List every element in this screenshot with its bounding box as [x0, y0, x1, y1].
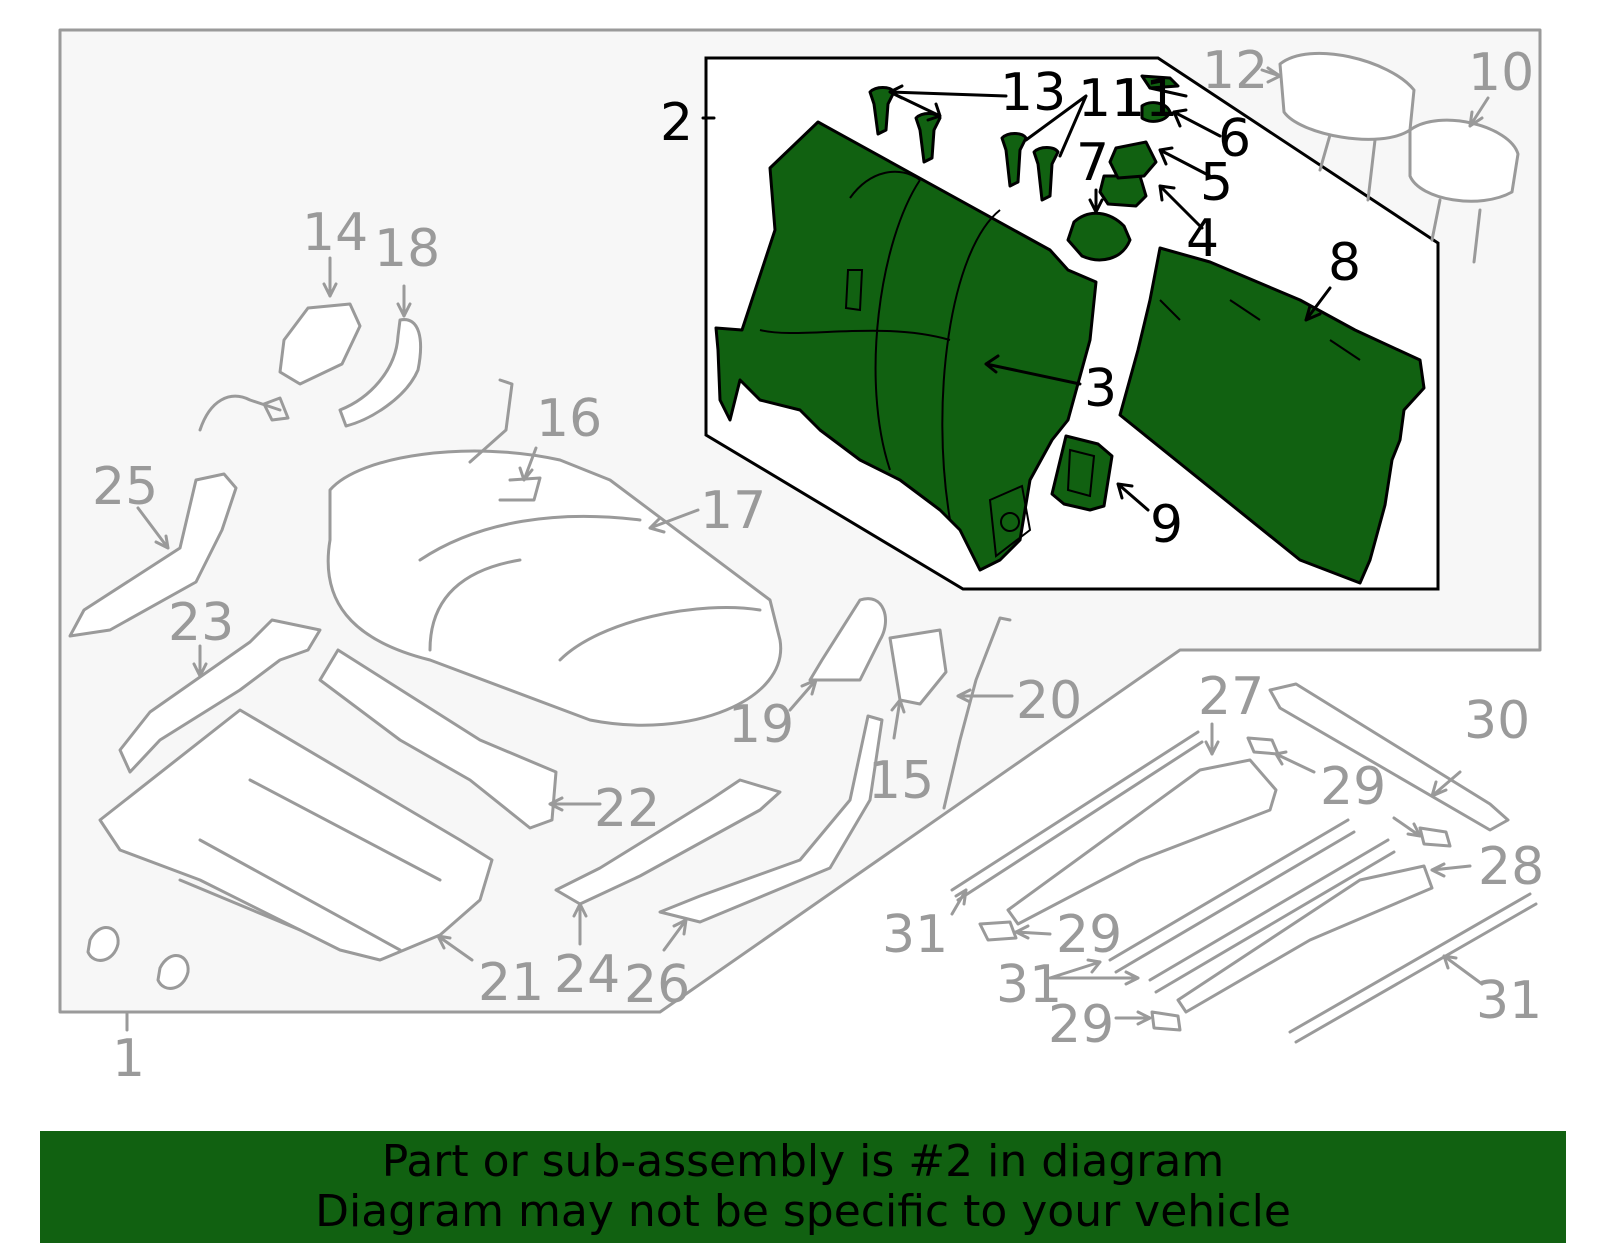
callout-9: 9 [1150, 495, 1183, 555]
latch-part-9[interactable] [1050, 434, 1114, 512]
callout-30: 30 [1464, 691, 1530, 751]
trim-part-18[interactable] [338, 318, 422, 428]
trim-part-19[interactable] [808, 597, 887, 682]
callout-1: 1 [112, 1029, 145, 1089]
cover-part-7[interactable] [1066, 211, 1132, 262]
cable-part-20[interactable] [942, 616, 1012, 810]
callout-31a: 31 [882, 905, 948, 965]
callout-29a: 29 [1320, 757, 1386, 817]
callout-28: 28 [1478, 837, 1544, 897]
cover-part-25[interactable] [68, 472, 238, 638]
callout-25: 25 [92, 457, 158, 517]
callout-15: 15 [868, 751, 934, 811]
callout-29b: 29 [1056, 905, 1122, 965]
info-banner: Part or sub-assembly is #2 in diagram Di… [40, 1131, 1566, 1243]
callout-8: 8 [1328, 233, 1361, 293]
trim-part-26[interactable] [658, 714, 884, 924]
callout-24: 24 [554, 945, 620, 1005]
callout-27: 27 [1198, 667, 1264, 727]
knob-part-5[interactable] [1108, 140, 1158, 180]
callout-31b: 31 [996, 955, 1062, 1015]
callout-4: 4 [1186, 209, 1219, 269]
callout-3: 3 [1084, 359, 1117, 419]
hooks[interactable] [86, 926, 190, 990]
clip-part-6[interactable] [1140, 101, 1172, 123]
seat-cushion-part-17[interactable] [326, 449, 783, 727]
callout-2[interactable]: 2 [660, 93, 693, 153]
callout-13: 13 [1000, 63, 1066, 123]
callout-6: 6 [1218, 109, 1251, 169]
callout-14: 14 [302, 203, 368, 263]
callout-29c: 29 [1048, 995, 1114, 1055]
callout-12: 12 [1202, 41, 1268, 101]
callout-17: 17 [700, 481, 766, 541]
callout-11b: 11 [1112, 69, 1178, 129]
callout-5: 5 [1200, 153, 1233, 213]
seatback-frame-part-3[interactable] [714, 120, 1098, 572]
callout-16: 16 [536, 389, 602, 449]
strap-part-11[interactable] [1140, 74, 1180, 90]
callout-22: 22 [594, 779, 660, 839]
bracket-part-22[interactable] [318, 648, 558, 830]
callout-7: 7 [1076, 133, 1109, 193]
callout-18: 18 [374, 219, 440, 279]
callout-21: 21 [478, 953, 544, 1013]
callout-31c: 31 [1476, 971, 1542, 1031]
seatback-board-part-8[interactable] [1118, 246, 1426, 585]
slide-rails-parts-27-28-30-31[interactable] [950, 682, 1538, 1044]
callout-20: 20 [1016, 671, 1082, 731]
leader-lines [125, 66, 1490, 1032]
callout-10: 10 [1468, 43, 1534, 103]
callout-labels: 1 2 3 4 5 6 7 8 9 10 11 11 12 13 14 15 1… [92, 41, 1544, 1089]
banner-line-2: Diagram may not be specific to your vehi… [315, 1186, 1291, 1237]
cover-part-15[interactable] [888, 628, 948, 706]
headrest-part-10[interactable] [1408, 118, 1520, 264]
harness-part[interactable] [198, 394, 290, 432]
callout-11a: 11 [1078, 69, 1144, 129]
callout-19: 19 [728, 695, 794, 755]
cover-part-14[interactable] [278, 302, 362, 386]
callout-23: 23 [168, 593, 234, 653]
rail-part-24[interactable] [554, 778, 782, 906]
bracket-part-23[interactable] [118, 618, 322, 774]
callout-26: 26 [624, 955, 690, 1015]
banner-line-1: Part or sub-assembly is #2 in diagram [381, 1136, 1225, 1187]
